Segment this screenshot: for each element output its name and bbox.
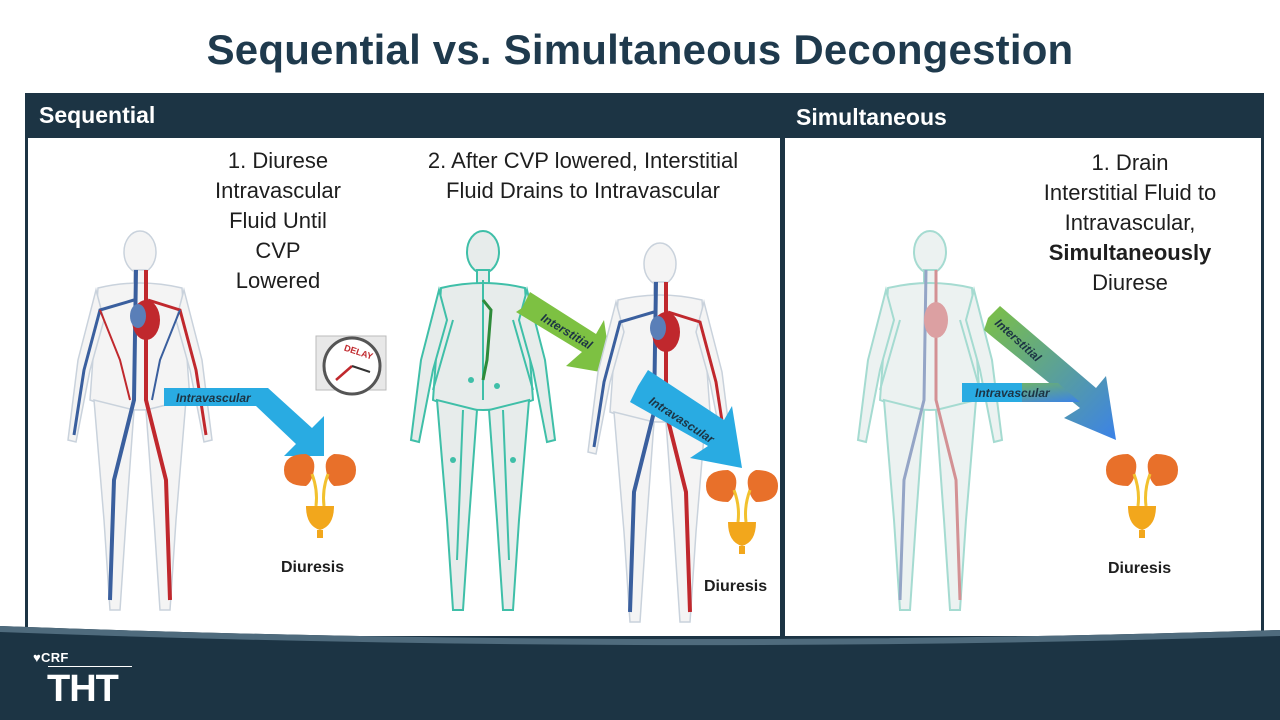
circulatory-body-1	[67, 230, 213, 611]
diuresis-label-1: Diuresis	[281, 559, 344, 576]
simultaneously-emphasis: Simultaneously	[1048, 240, 1212, 265]
kidney-icon-3	[1106, 454, 1178, 538]
circulatory-body-2	[587, 242, 733, 623]
intravascular-arrow-1-label: Intravascular	[176, 391, 252, 405]
lymphatic-body	[410, 230, 556, 611]
kidney-icon-2	[706, 470, 778, 554]
crf-logo: ♥CRF	[33, 650, 69, 665]
simultaneous-panel: Simultaneous	[782, 93, 1264, 639]
sequential-header: Sequential	[28, 96, 780, 138]
intravascular-arrow-1: Intravascular	[164, 388, 324, 456]
sequential-step1-text: 1. Diurese Intravascular Fluid Until CVP…	[215, 148, 341, 293]
interstitial-arrow-2: Interstitial	[984, 306, 1116, 440]
intravascular-arrow-3-label: Intravascular	[975, 386, 1051, 400]
delay-clock: DELAY	[315, 335, 387, 396]
diuresis-label-2: Diuresis	[704, 578, 767, 595]
footer-band	[0, 626, 1280, 720]
tht-logo: THT	[47, 668, 119, 710]
kidney-icon-1	[284, 454, 356, 538]
logo-divider	[48, 666, 132, 667]
simultaneous-header: Simultaneous	[785, 96, 1261, 138]
slide-title: Sequential vs. Simultaneous Decongestion	[206, 26, 1074, 73]
intravascular-arrow-3: Intravascular	[962, 383, 1080, 402]
simultaneous-step1-text: 1. Drain Interstitial Fluid to Intravasc…	[1043, 150, 1217, 295]
diuresis-label-3: Diuresis	[1108, 560, 1171, 577]
heart-icon: ♥	[33, 650, 42, 665]
sequential-step2-text: 2. After CVP lowered, Interstitial Fluid…	[427, 148, 739, 203]
combined-body	[857, 230, 1003, 611]
